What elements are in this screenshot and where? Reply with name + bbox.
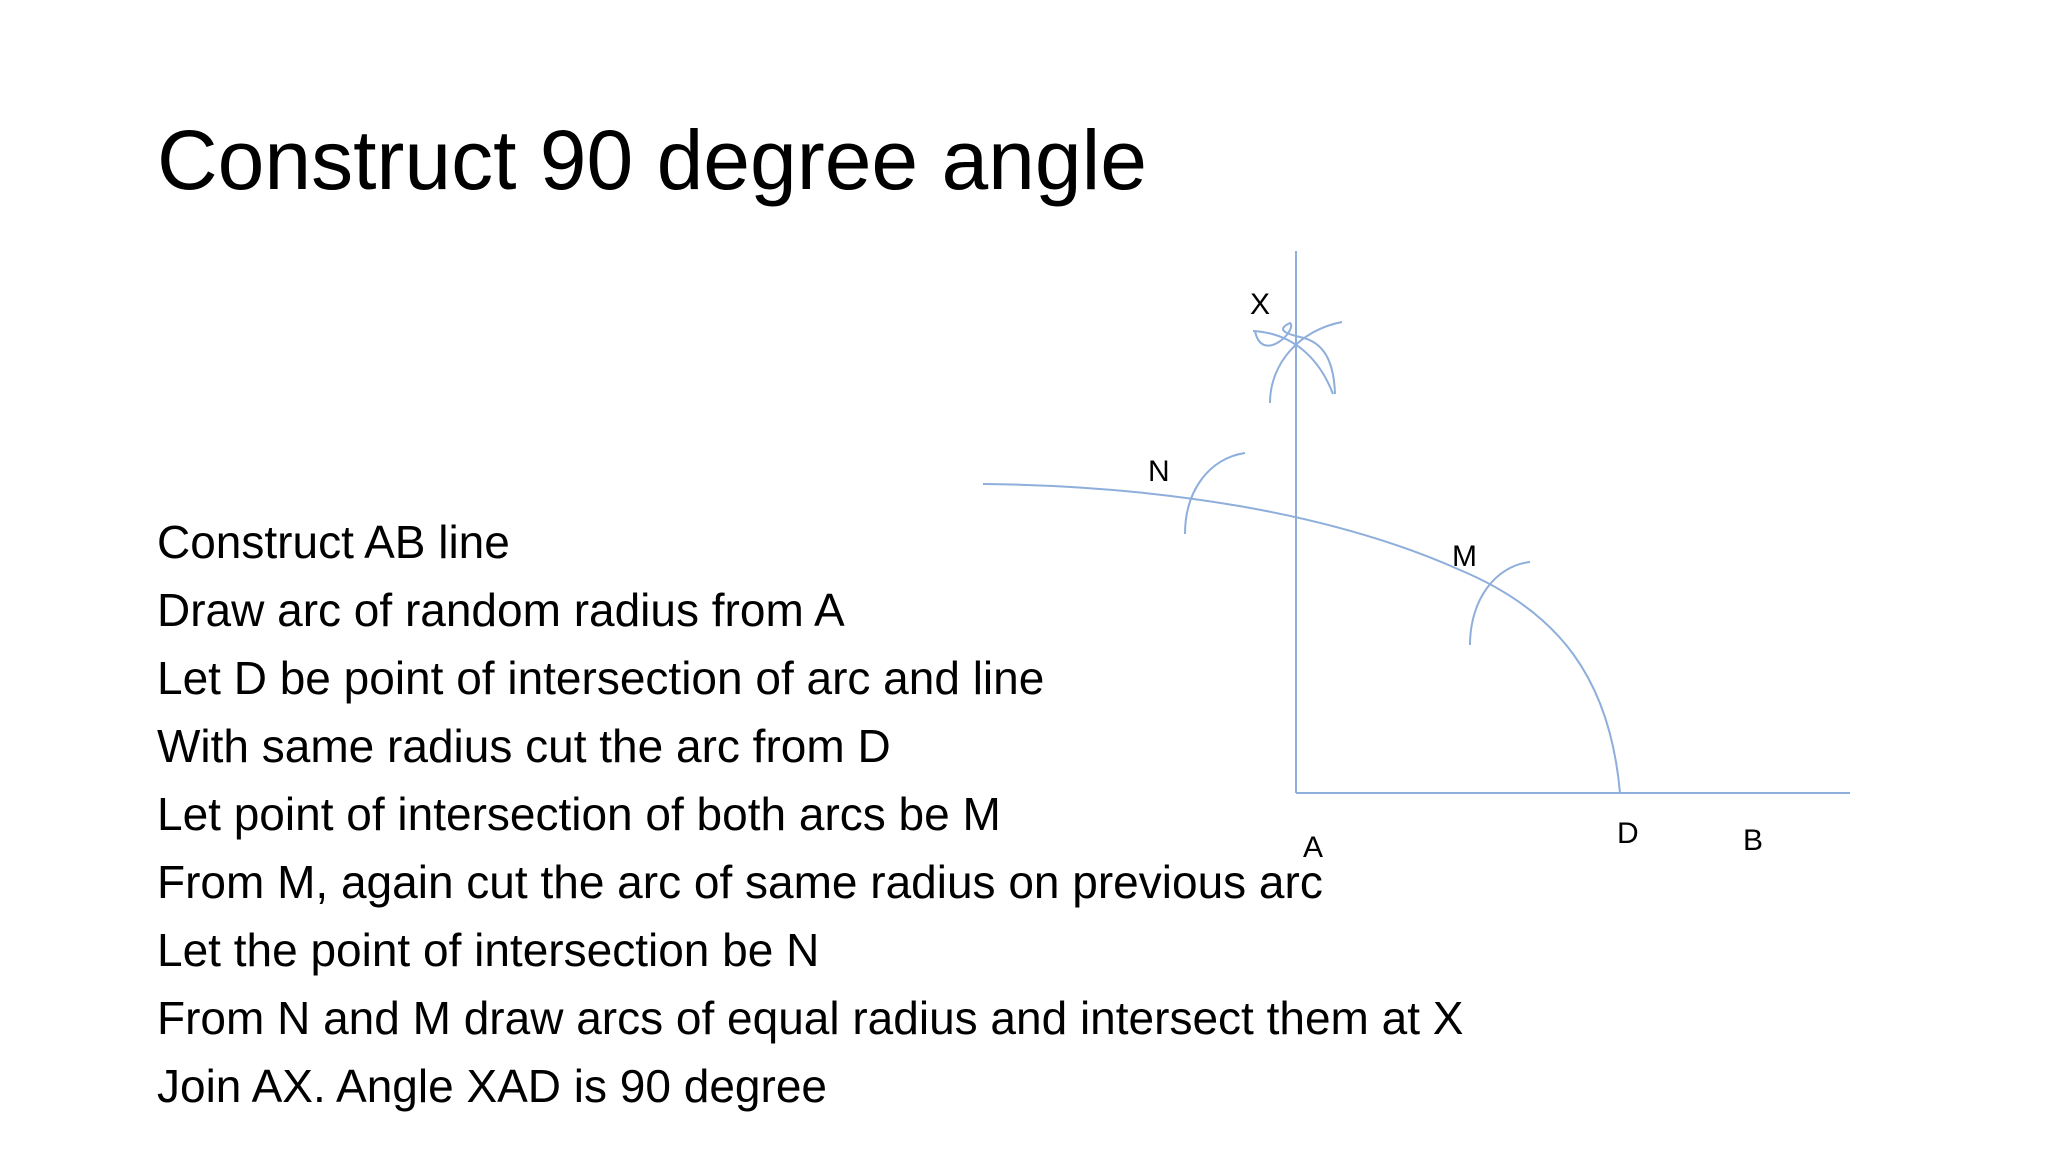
label-d: D	[1617, 817, 1639, 850]
arc-m	[1469, 561, 1531, 646]
slide-title: Construct 90 degree angle	[157, 113, 1147, 207]
arc-x-top	[1252, 330, 1334, 395]
step-5: Let point of intersection of both arcs b…	[157, 788, 1001, 840]
label-n: N	[1148, 455, 1170, 488]
step-8: From N and M draw arcs of equal radius a…	[157, 992, 1464, 1044]
label-b: B	[1743, 824, 1763, 857]
arc-x-left	[1254, 321, 1336, 395]
step-2: Draw arc of random radius from A	[157, 584, 845, 636]
step-1: Construct AB line	[157, 516, 510, 568]
step-7: Let the point of intersection be N	[157, 924, 820, 976]
steps-list: Construct AB line Draw arc of random rad…	[157, 508, 1463, 1120]
arc-x-right	[1269, 321, 1343, 404]
step-4: With same radius cut the arc from D	[157, 720, 891, 772]
step-3: Let D be point of intersection of arc an…	[157, 652, 1045, 704]
step-9: Join AX. Angle XAD is 90 degree	[157, 1060, 827, 1112]
label-x: X	[1250, 288, 1270, 321]
step-6: From M, again cut the arc of same radius…	[157, 856, 1323, 908]
